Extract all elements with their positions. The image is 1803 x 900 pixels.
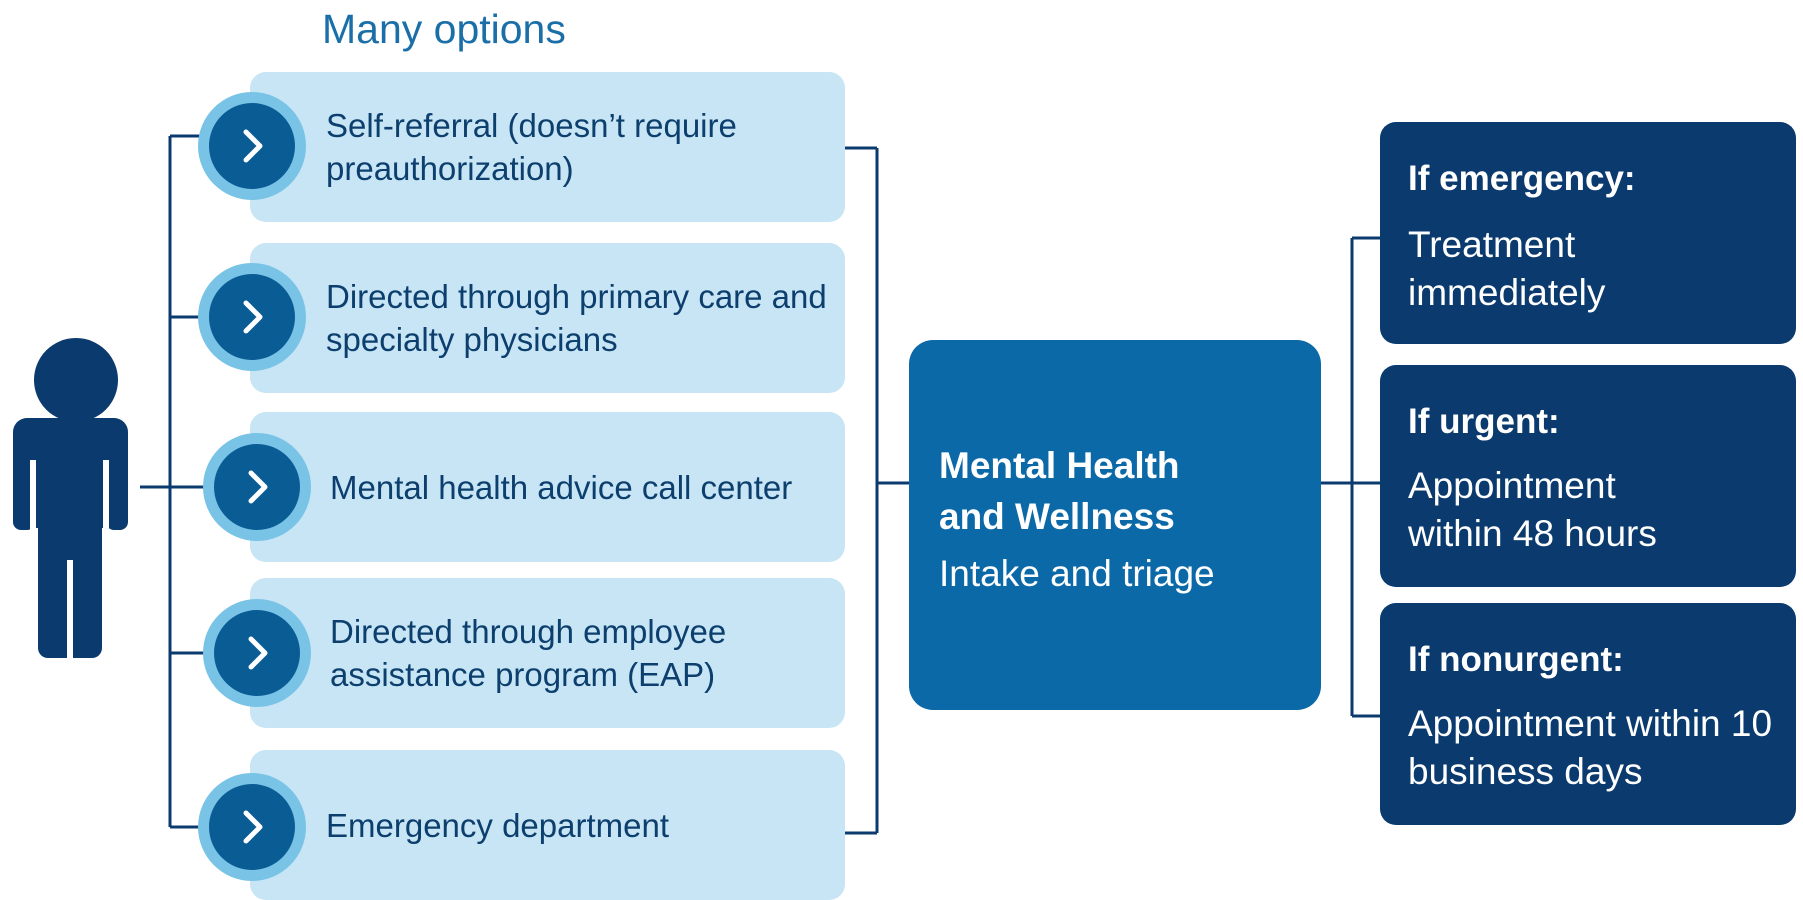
person-icon xyxy=(13,338,128,660)
option-label: Directed through employee assistance pro… xyxy=(330,613,727,693)
outcome-urgent: If urgent: Appointment within 48 hours xyxy=(1380,365,1796,587)
chevron-right-icon xyxy=(243,810,263,844)
outcome-text: Appointment within 10 business days xyxy=(1408,703,1773,792)
option-call-center: Mental health advice call center xyxy=(250,412,845,562)
center-title: Mental Health and Wellness xyxy=(939,445,1180,537)
chevron-right-icon xyxy=(243,129,263,163)
chevron-right-icon xyxy=(248,470,268,504)
outcome-title: If nonurgent: xyxy=(1408,640,1624,679)
option-eap: Directed through employee assistance pro… xyxy=(250,578,845,728)
chevron-right-icon xyxy=(248,636,268,670)
option-label: Directed through primary care and specia… xyxy=(326,278,827,358)
chevron-badge xyxy=(198,92,306,200)
center-subtitle: Intake and triage xyxy=(939,553,1215,594)
intake-triage-box: Mental Health and Wellness Intake and tr… xyxy=(909,340,1321,710)
outcome-title: If urgent: xyxy=(1408,402,1560,441)
chevron-badge xyxy=(198,263,306,371)
option-label: Mental health advice call center xyxy=(330,468,793,506)
outcome-text: Treatment immediately xyxy=(1408,224,1606,313)
option-primary-care: Directed through primary care and specia… xyxy=(250,243,845,393)
chevron-badge xyxy=(203,433,311,541)
outcome-emergency: If emergency: Treatment immediately xyxy=(1380,122,1796,344)
diagram-heading: Many options xyxy=(322,6,566,52)
chevron-badge xyxy=(203,599,311,707)
option-self-referral: Self-referral (doesn’t require preauthor… xyxy=(250,72,845,222)
outcome-title: If emergency: xyxy=(1408,159,1636,198)
option-label: Emergency department xyxy=(326,806,670,844)
option-emergency-department: Emergency department xyxy=(250,750,845,900)
outcome-nonurgent: If nonurgent: Appointment within 10 busi… xyxy=(1380,603,1796,825)
outcome-text: Appointment within 48 hours xyxy=(1408,465,1657,554)
chevron-badge xyxy=(198,773,306,881)
chevron-right-icon xyxy=(243,300,263,334)
option-label: Self-referral (doesn’t require preauthor… xyxy=(326,107,737,187)
